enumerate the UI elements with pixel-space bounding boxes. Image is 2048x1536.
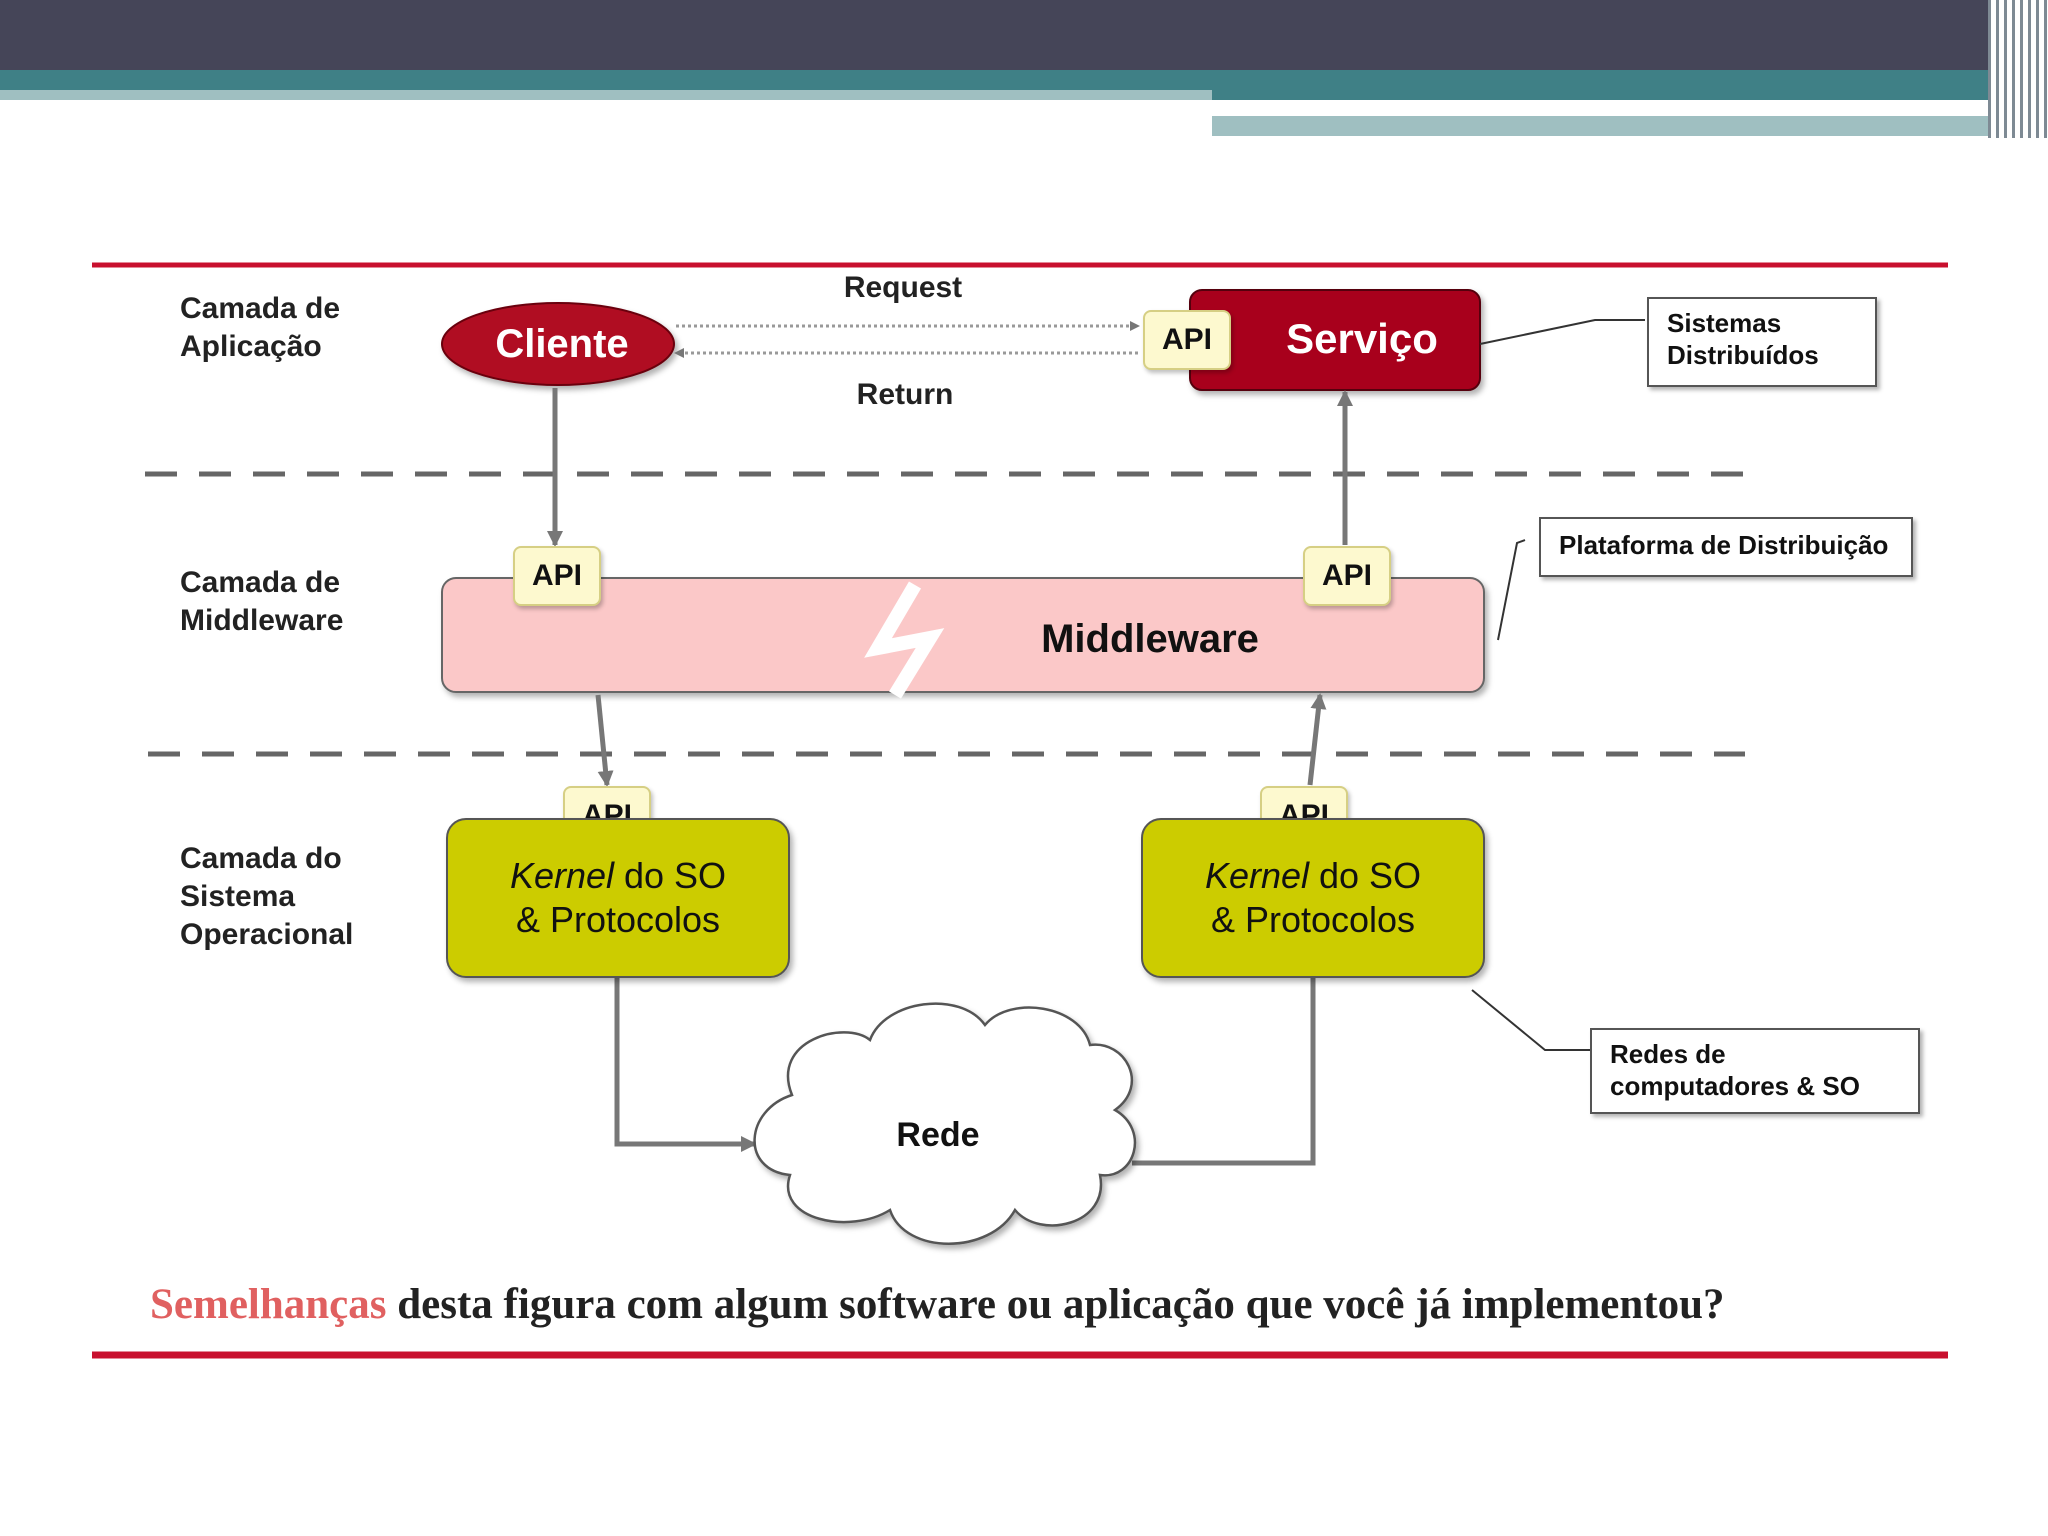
rede-cloud <box>753 1002 1137 1245</box>
cliente-label: Cliente <box>495 322 628 366</box>
header-bar-light <box>0 90 1212 100</box>
caption-rest: desta figura com algum software ou aplic… <box>386 1281 1725 1328</box>
header-bar-teal <box>0 70 1212 90</box>
middleware-bar <box>441 577 1485 693</box>
leader-redes <box>1471 989 1590 1051</box>
kernel-left-line1: Kernel do SO <box>509 855 727 896</box>
layer-label-middleware: Camada de Middleware <box>180 566 344 637</box>
kernel-right-line1: Kernel do SO <box>1204 855 1422 896</box>
kernel-right-line2: & Protocolos <box>1210 899 1416 940</box>
leader-sistemas <box>1479 319 1645 345</box>
header-corner-stripes <box>1988 0 2048 138</box>
caption-highlight: Semelhanças <box>150 1281 387 1328</box>
kernel-box-right: Kernel do SO & Protocolos <box>1141 818 1485 978</box>
arrow-kernel-left-to-rede <box>614 962 757 1152</box>
layer-label-so: Camada do Sistema Operacional <box>180 842 354 951</box>
request-label: Request <box>844 271 962 304</box>
arrow-middleware-to-kernel-left <box>595 694 614 787</box>
leader-plataforma <box>1497 539 1526 641</box>
middleware-break <box>864 581 945 699</box>
api-tab-middleware-left: API <box>513 546 601 606</box>
return-label: Return <box>857 378 954 411</box>
annotation-sistemas-distribuidos: Sistemas Distribuídos <box>1647 297 1877 387</box>
header-bar-light-right <box>1212 116 2000 136</box>
annotation-plataforma-distribuicao: Plataforma de Distribuição <box>1539 517 1913 577</box>
cliente-ellipse <box>441 302 675 386</box>
kernel-box-left: Kernel do SO & Protocolos <box>446 818 790 978</box>
arrow-rede-to-kernel-right <box>1132 960 1321 1166</box>
servico-label: Serviço <box>1286 315 1438 362</box>
annotation-redes-computadores: Redes de computadores & SO <box>1590 1028 1920 1114</box>
api-tab-servico: API <box>1143 310 1231 370</box>
caption-question: Semelhanças desta figura com algum softw… <box>150 1280 1930 1329</box>
header-bar-dark <box>0 0 2000 70</box>
header-bar-teal-right <box>1212 70 2000 100</box>
rede-label: Rede <box>896 1116 979 1154</box>
layer-label-aplicacao: Camada de Aplicação <box>180 292 341 363</box>
arrow-kernel-right-to-middleware <box>1307 693 1327 786</box>
kernel-left-line2: & Protocolos <box>515 899 721 940</box>
api-tab-middleware-right: API <box>1303 546 1391 606</box>
middleware-label: Middleware <box>1041 617 1259 661</box>
